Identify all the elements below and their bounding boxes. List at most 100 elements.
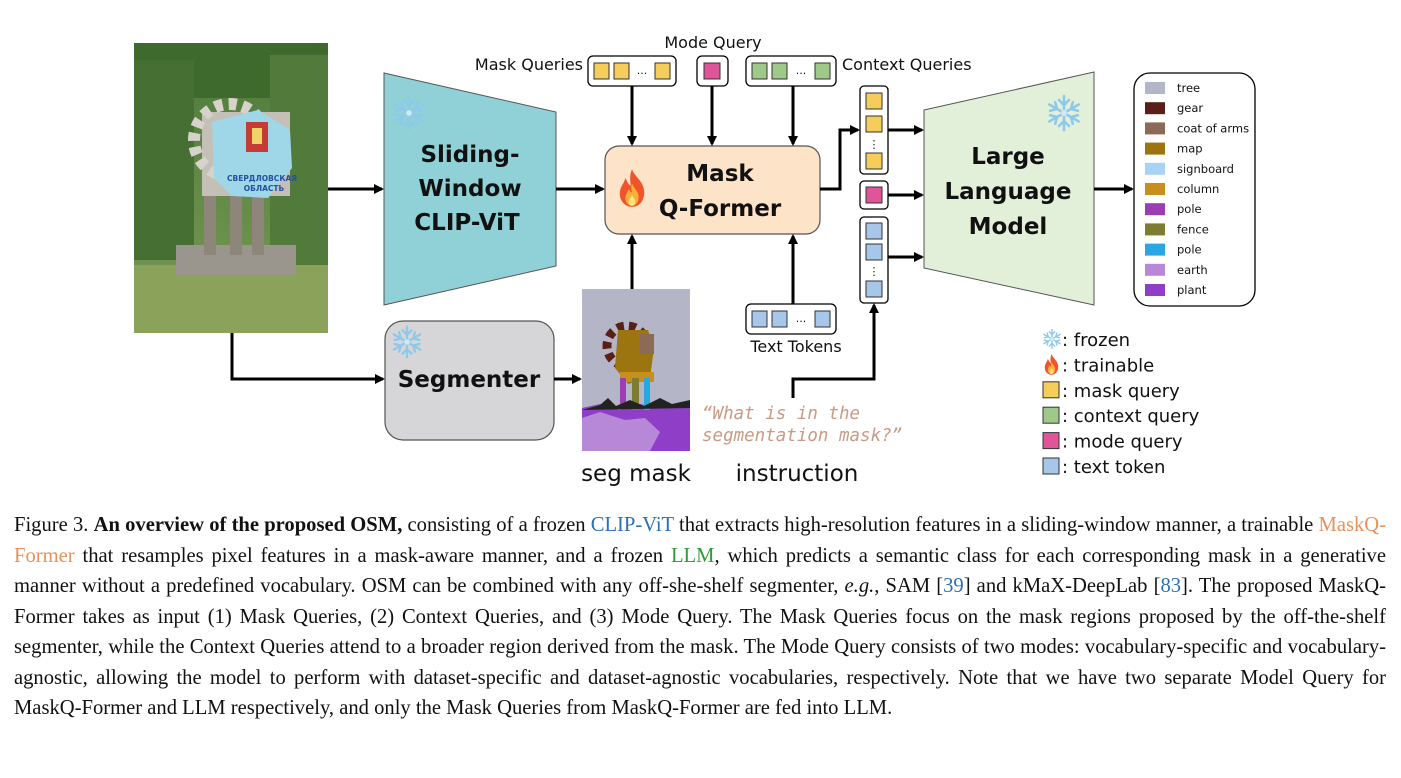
legend-label: : frozen <box>1062 330 1130 351</box>
caption-title: An overview of the proposed OSM, <box>93 514 403 536</box>
legend: : frozen : trainable : mask query : context… <box>1042 328 1200 478</box>
class-item: plant <box>1145 283 1207 297</box>
class-swatch <box>1145 142 1165 155</box>
ellipsis: ... <box>637 64 648 77</box>
class-label: earth <box>1177 263 1208 277</box>
class-item: map <box>1145 142 1203 156</box>
class-item: column <box>1145 182 1219 196</box>
vdots: ⋮ <box>869 138 880 151</box>
class-label: gear <box>1177 101 1203 115</box>
legend-item: : mask query <box>1042 381 1180 402</box>
class-label: column <box>1177 182 1219 196</box>
context-query-token <box>814 62 831 80</box>
context-query-token <box>751 62 768 80</box>
class-swatch <box>1145 102 1165 115</box>
arrow-photo-to-segmenter <box>230 333 385 384</box>
citation-link[interactable]: 83 <box>1160 575 1182 597</box>
instruction-line-1: “What is in the <box>702 404 860 424</box>
snowflake-icon <box>1043 328 1061 350</box>
sign-line-2: ОБЛАСТЬ <box>244 184 285 193</box>
llm-line-1: Large <box>971 144 1045 170</box>
caption-eg: e.g. <box>844 575 875 597</box>
class-label: plant <box>1177 283 1207 297</box>
text-token <box>771 310 788 328</box>
legend-label: : trainable <box>1062 355 1154 376</box>
mode-query-token <box>703 62 721 80</box>
context-query-token <box>771 62 788 80</box>
input-photo: СВЕРДЛОВСКАЯ ОБЛАСТЬ <box>134 43 328 333</box>
fire-icon <box>1044 354 1059 375</box>
caption-llm: LLM <box>670 544 715 567</box>
class-swatch <box>1145 82 1165 94</box>
class-label: pole <box>1177 243 1202 257</box>
caption-text-4: , which predicts a semantic class for ea… <box>14 544 1386 598</box>
caption-text-1: consisting of a frozen <box>402 514 591 536</box>
arrow-instruction-to-tokens <box>791 303 879 398</box>
legend-item: : mode query <box>1042 432 1183 453</box>
vdots: ⋮ <box>869 265 880 278</box>
mask-query-token <box>593 62 610 80</box>
text-token <box>751 310 768 328</box>
caption-text-6: ] and kMaX-DeepLab [ <box>963 575 1161 597</box>
context-queries-group: ... <box>745 55 837 87</box>
legend-item: : frozen <box>1043 328 1130 351</box>
clip-line-3: CLIP-ViT <box>414 210 520 236</box>
mask-query-token <box>613 62 630 80</box>
output-mask-queries: ⋮ <box>859 85 889 175</box>
segmenter-block: Segmenter <box>384 320 555 441</box>
instruction-line-2: segmentation mask?” <box>702 426 902 446</box>
clip-vit-block: Sliding- Window CLIP-ViT <box>383 72 557 306</box>
class-swatch <box>1145 223 1165 236</box>
arrows <box>230 86 1134 398</box>
class-item: earth <box>1145 263 1208 277</box>
class-label: signboard <box>1177 162 1234 176</box>
legend-label: : context query <box>1062 406 1200 427</box>
llm-line-3: Model <box>969 214 1048 240</box>
segmenter-label: Segmenter <box>398 367 541 393</box>
mask-q-former-block: Mask Q-Former <box>604 145 821 235</box>
citation-link[interactable]: 39 <box>943 575 964 597</box>
clip-line-2: Window <box>418 176 521 202</box>
class-label: coat of arms <box>1177 121 1249 135</box>
class-item: tree <box>1145 81 1200 95</box>
caption-text-5: , SAM [ <box>874 575 944 597</box>
class-swatch <box>1145 203 1165 216</box>
mode-query-label: Mode Query <box>664 33 761 52</box>
legend-label: : mask query <box>1062 381 1180 402</box>
mode-query-group <box>696 55 729 87</box>
legend-item: : text token <box>1042 457 1165 478</box>
predicted-classes-list: tree gear coat of arms map signboard column po… <box>1145 81 1249 297</box>
class-item: pole <box>1145 243 1202 257</box>
text-tokens-group: ... <box>745 303 837 335</box>
seg-mask-label: seg mask <box>581 461 692 487</box>
legend-item: : trainable <box>1044 354 1154 376</box>
caption-text-3: that resamples pixel features in a mask-… <box>74 544 671 567</box>
caption-maskq-former: MaskQ-Former <box>14 514 1387 567</box>
text-token <box>814 310 831 328</box>
class-swatch <box>1145 243 1165 256</box>
legend-label: : mode query <box>1062 432 1183 453</box>
clip-line-1: Sliding- <box>420 142 519 168</box>
class-swatch <box>1145 263 1165 276</box>
figure-caption: Figure 3. An overview of the proposed OS… <box>14 510 1386 724</box>
class-label: map <box>1177 142 1203 156</box>
output-mode-query <box>859 180 889 210</box>
osm-overview-diagram: СВЕРДЛОВСКАЯ ОБЛАСТЬ Sliding- Window CLI… <box>134 33 1256 487</box>
class-item: fence <box>1145 222 1209 236</box>
caption-text-7: ]. The proposed MaskQ-Former takes as in… <box>14 575 1386 719</box>
output-text-tokens: ⋮ <box>859 216 889 304</box>
seg-mask-image <box>582 289 690 451</box>
figure-number: Figure 3. <box>14 514 89 536</box>
legend-item: : context query <box>1042 406 1200 427</box>
maskq-line-1: Mask <box>686 161 754 187</box>
sign-line-1: СВЕРДЛОВСКАЯ <box>227 174 297 183</box>
class-item: pole <box>1145 202 1202 216</box>
instruction-label: instruction <box>736 461 859 487</box>
legend-swatch <box>1042 406 1060 424</box>
ellipsis: ... <box>796 64 807 77</box>
class-swatch <box>1145 183 1165 195</box>
llm-block: Large Language Model <box>923 71 1095 306</box>
maskq-line-2: Q-Former <box>659 196 782 222</box>
class-label: tree <box>1177 81 1200 95</box>
context-queries-label: Context Queries <box>842 55 972 74</box>
